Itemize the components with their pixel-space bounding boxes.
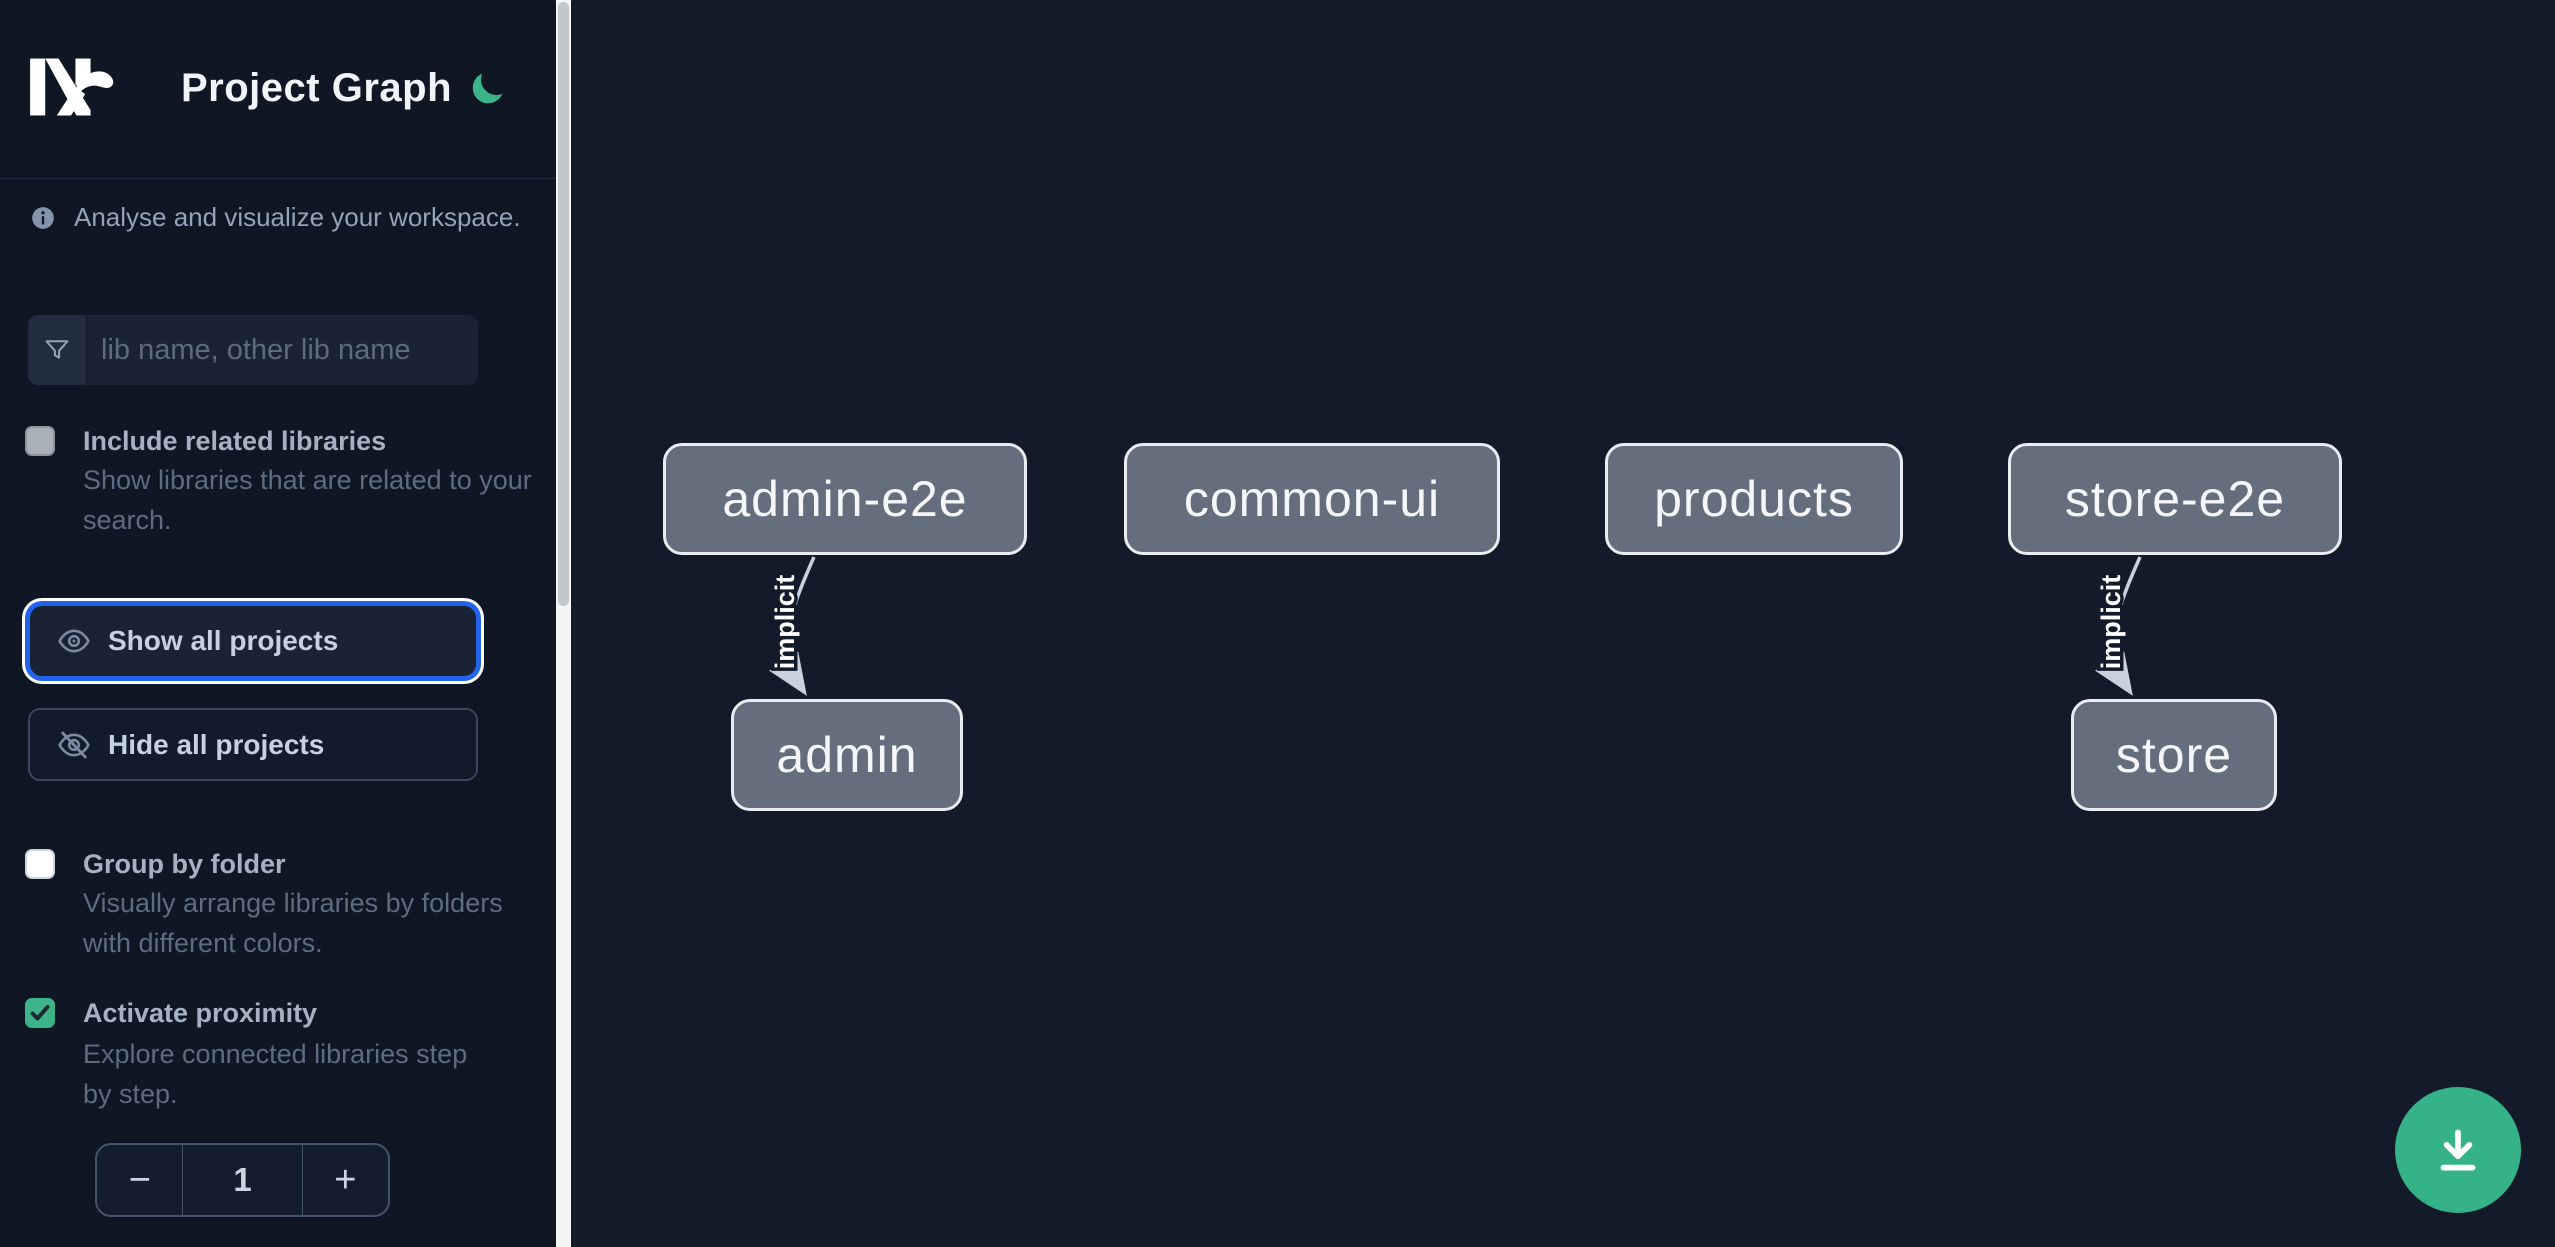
sidebar: Project Graph Analyse and visualize your…: [0, 0, 556, 1247]
show-all-projects-button[interactable]: Show all projects: [30, 606, 476, 676]
proximity-increase-button[interactable]: +: [301, 1145, 388, 1215]
hide-all-projects-label: Hide all projects: [108, 728, 325, 760]
include-related-libraries-checkbox[interactable]: [25, 426, 55, 456]
nx-logo-icon: [30, 58, 114, 116]
sidebar-scrollbar-thumb[interactable]: [558, 2, 569, 606]
download-image-button[interactable]: [2395, 1087, 2521, 1213]
graph-canvas[interactable]: [571, 0, 2555, 1247]
proximity-stepper: − 1 +: [95, 1143, 390, 1217]
proximity-decrease-button[interactable]: −: [97, 1145, 184, 1215]
search-box: [28, 315, 478, 385]
checkmark-icon: [30, 1005, 50, 1021]
tagline-text: Analyse and visualize your workspace.: [74, 202, 521, 232]
page-title: Project Graph: [181, 66, 453, 110]
filter-icon-cell: [28, 315, 87, 385]
activate-proximity-checkbox[interactable]: [25, 998, 55, 1028]
group-by-folder-checkbox[interactable]: [25, 849, 55, 879]
graph-node-store[interactable]: store: [2071, 699, 2277, 811]
info-icon: [32, 206, 54, 229]
eye-off-icon: [58, 731, 90, 758]
show-all-projects-label: Show all projects: [108, 625, 339, 656]
graph-node-products[interactable]: products: [1605, 443, 1903, 555]
sidebar-header: Project Graph: [0, 0, 556, 179]
graph-node-admin[interactable]: admin: [731, 699, 963, 811]
download-icon: [2440, 1129, 2476, 1171]
graph-node-admin-e2e[interactable]: admin-e2e: [663, 443, 1027, 555]
proximity-value: 1: [233, 1161, 252, 1198]
group-by-folder-label: Group by folder: [83, 849, 286, 879]
filter-funnel-icon: [45, 340, 69, 359]
hide-all-projects-button[interactable]: Hide all projects: [28, 708, 478, 781]
activate-proximity-description: Explore connected libraries step by step…: [83, 1039, 468, 1109]
include-related-libraries-label: Include related libraries: [83, 426, 387, 456]
tagline-row: Analyse and visualize your workspace.: [30, 202, 521, 233]
sidebar-scrollbar-track[interactable]: [556, 0, 571, 1247]
graph-node-store-e2e[interactable]: store-e2e: [2008, 443, 2342, 555]
include-related-libraries-description: Show libraries that are related to your …: [83, 465, 532, 535]
activate-proximity-label: Activate proximity: [83, 998, 318, 1028]
eye-icon: [58, 629, 90, 653]
theme-toggle-moon-icon[interactable]: [468, 70, 506, 108]
graph-node-common-ui[interactable]: common-ui: [1124, 443, 1500, 555]
group-by-folder-description: Visually arrange libraries by folders wi…: [83, 888, 503, 958]
search-input[interactable]: [87, 315, 478, 385]
